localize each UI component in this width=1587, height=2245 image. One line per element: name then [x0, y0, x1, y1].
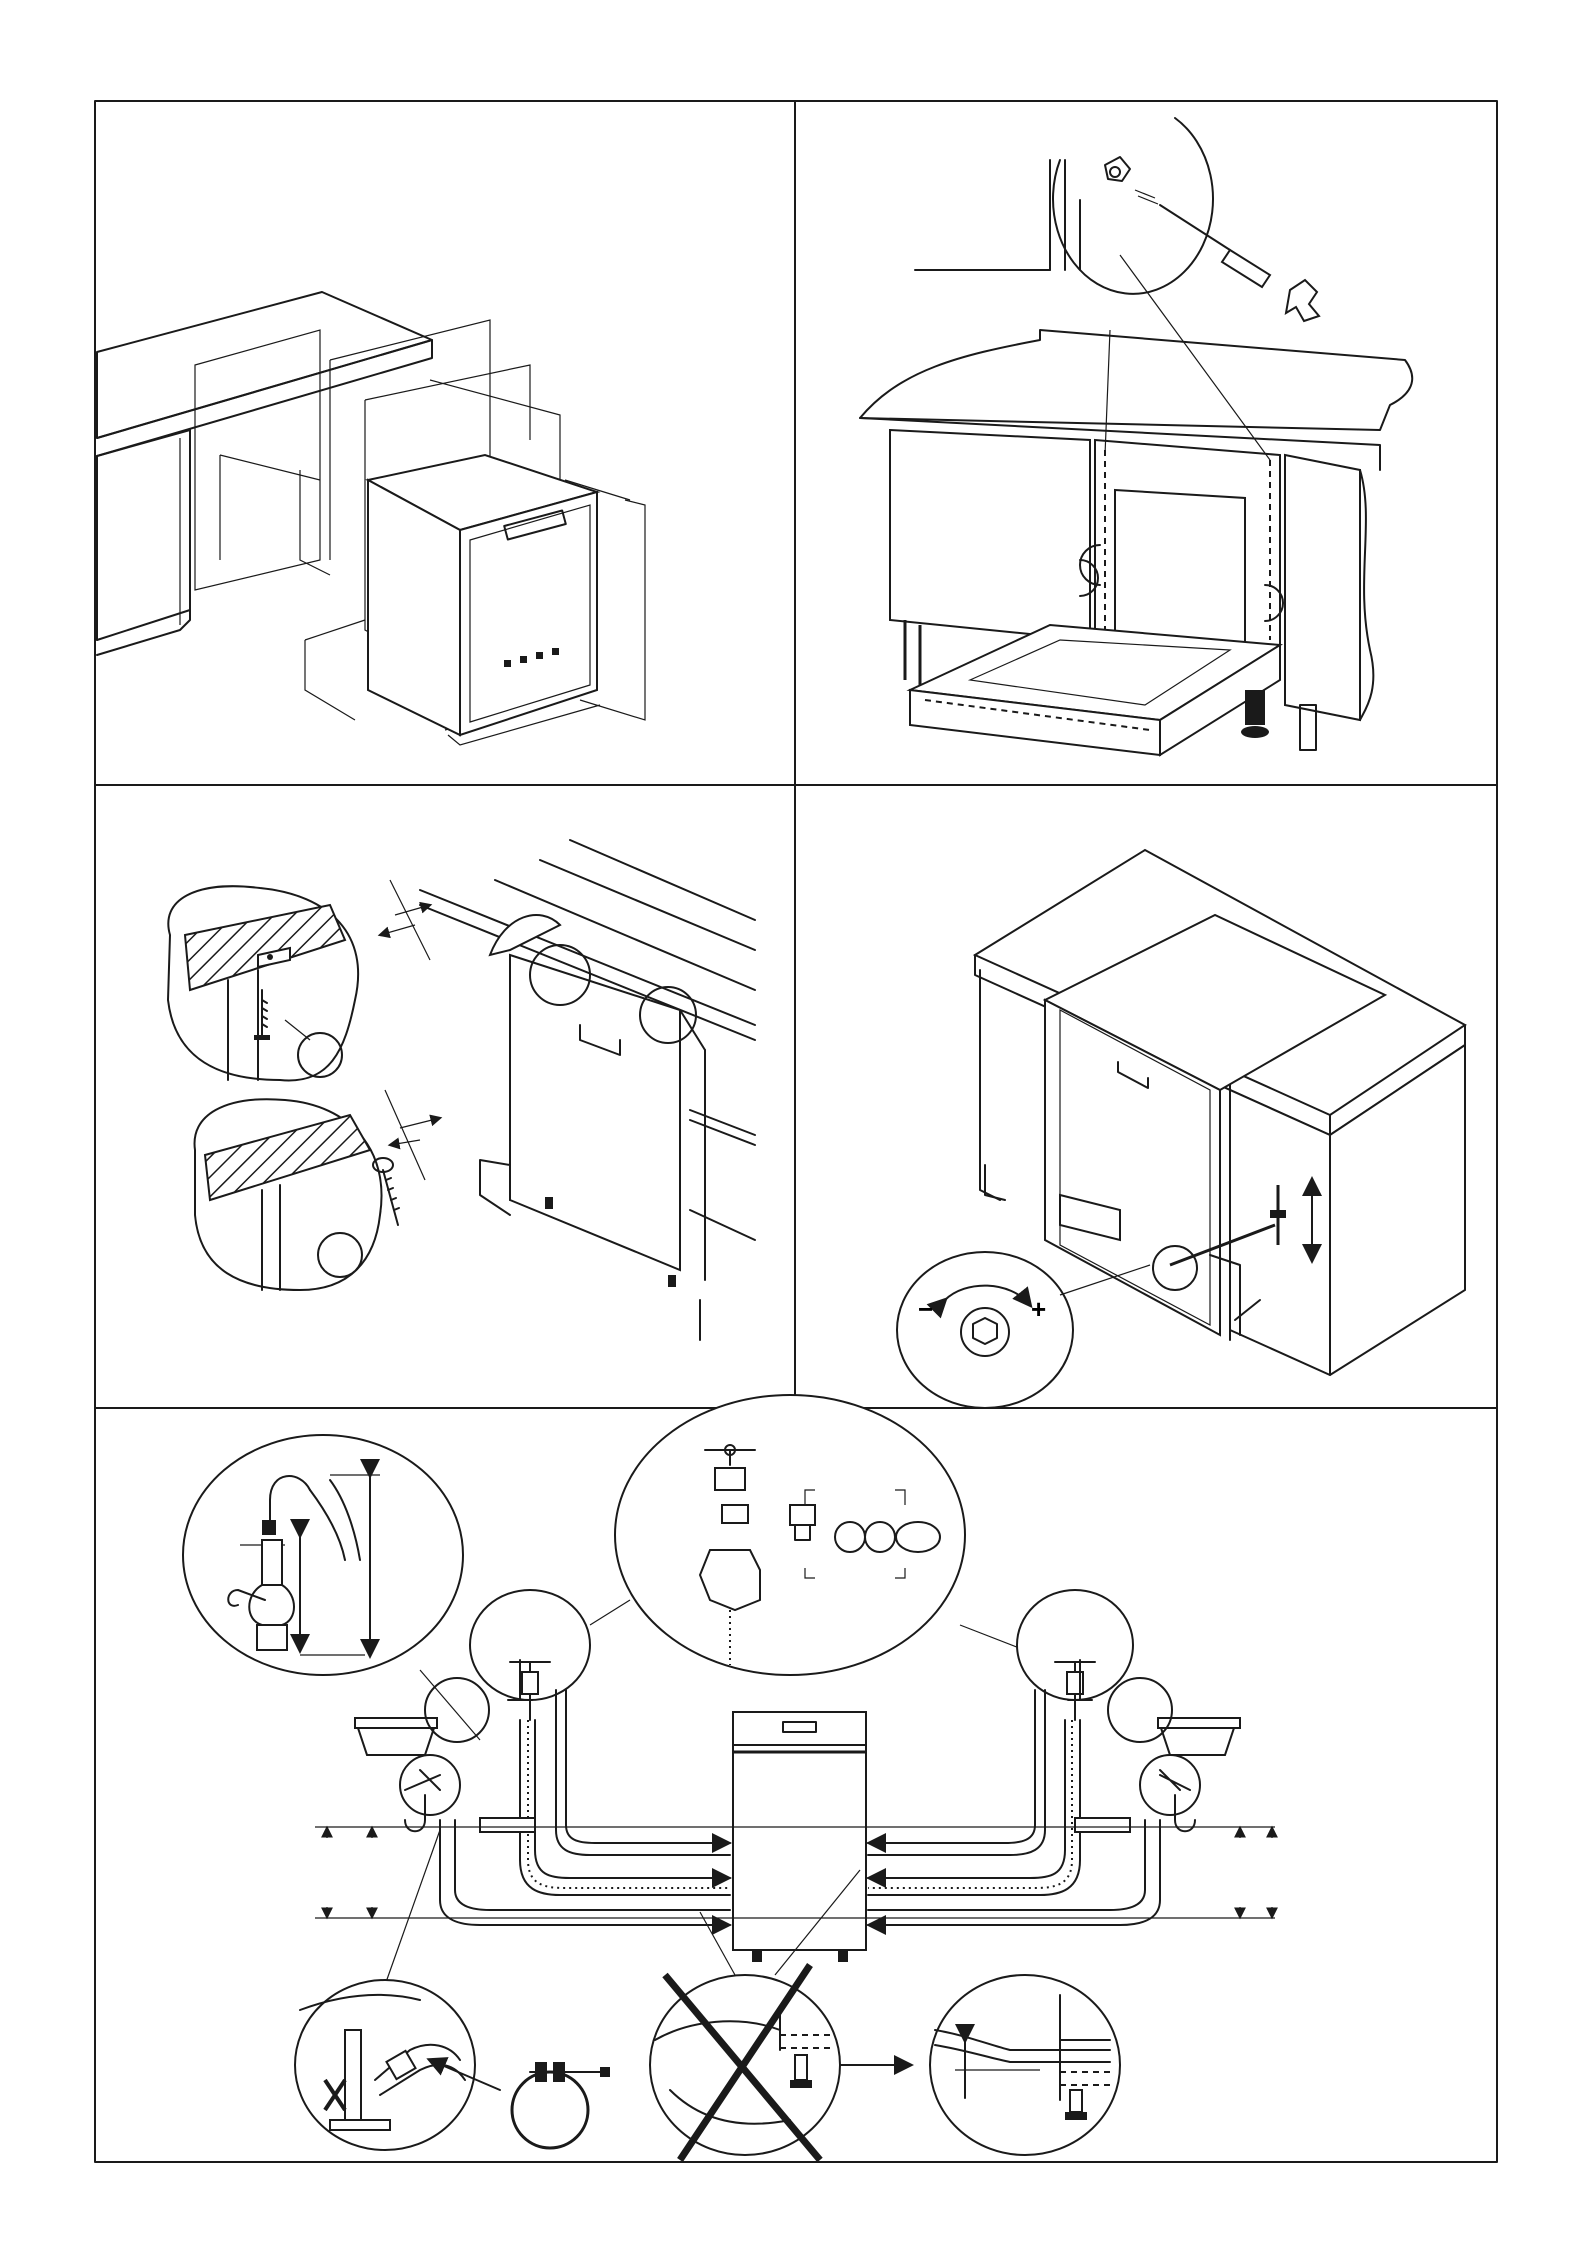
- hoses-right: [868, 1720, 1160, 1925]
- hinge-clip-icon: [1286, 280, 1319, 321]
- dishwasher-base-tray: [910, 625, 1280, 755]
- adjustable-foot-icon: [1241, 690, 1269, 738]
- panel-side-fixing: [860, 118, 1412, 755]
- magnifier-upper: [168, 886, 358, 1080]
- panel-water-connection: [183, 1395, 1275, 2160]
- panel-worktop-fixing: [168, 840, 755, 1340]
- tap-detail-left: [470, 1590, 630, 1720]
- plus-symbol: +: [1031, 1294, 1046, 1324]
- correct-foot-detail: [930, 1975, 1120, 2155]
- cabinet-left: [980, 970, 1005, 1200]
- sink-right: [1108, 1678, 1240, 1831]
- incorrect-foot-detail: [650, 1965, 910, 2160]
- screwdriver-icon: [1160, 205, 1270, 287]
- left-cabinet: [97, 430, 190, 655]
- panel-cabinet-recess: [97, 292, 645, 745]
- sink-left: [355, 1678, 489, 1831]
- panel-height-adjustment: − +: [897, 850, 1465, 1408]
- minus-symbol: −: [918, 1294, 933, 1324]
- dishwasher-icon: [368, 455, 600, 745]
- magnifier-circle: [915, 118, 1213, 294]
- dimension-markers: [380, 905, 440, 1145]
- hose-fitting-detail: [615, 1395, 1050, 1675]
- clamp-detail: [295, 1830, 500, 2150]
- dishwasher-front: [480, 915, 755, 1340]
- hose-clamp-icon: [512, 2062, 610, 2148]
- magnifier-lower: [195, 1099, 399, 1290]
- siphon-height-detail: [183, 1435, 480, 1740]
- hoses-left: [440, 1720, 730, 1925]
